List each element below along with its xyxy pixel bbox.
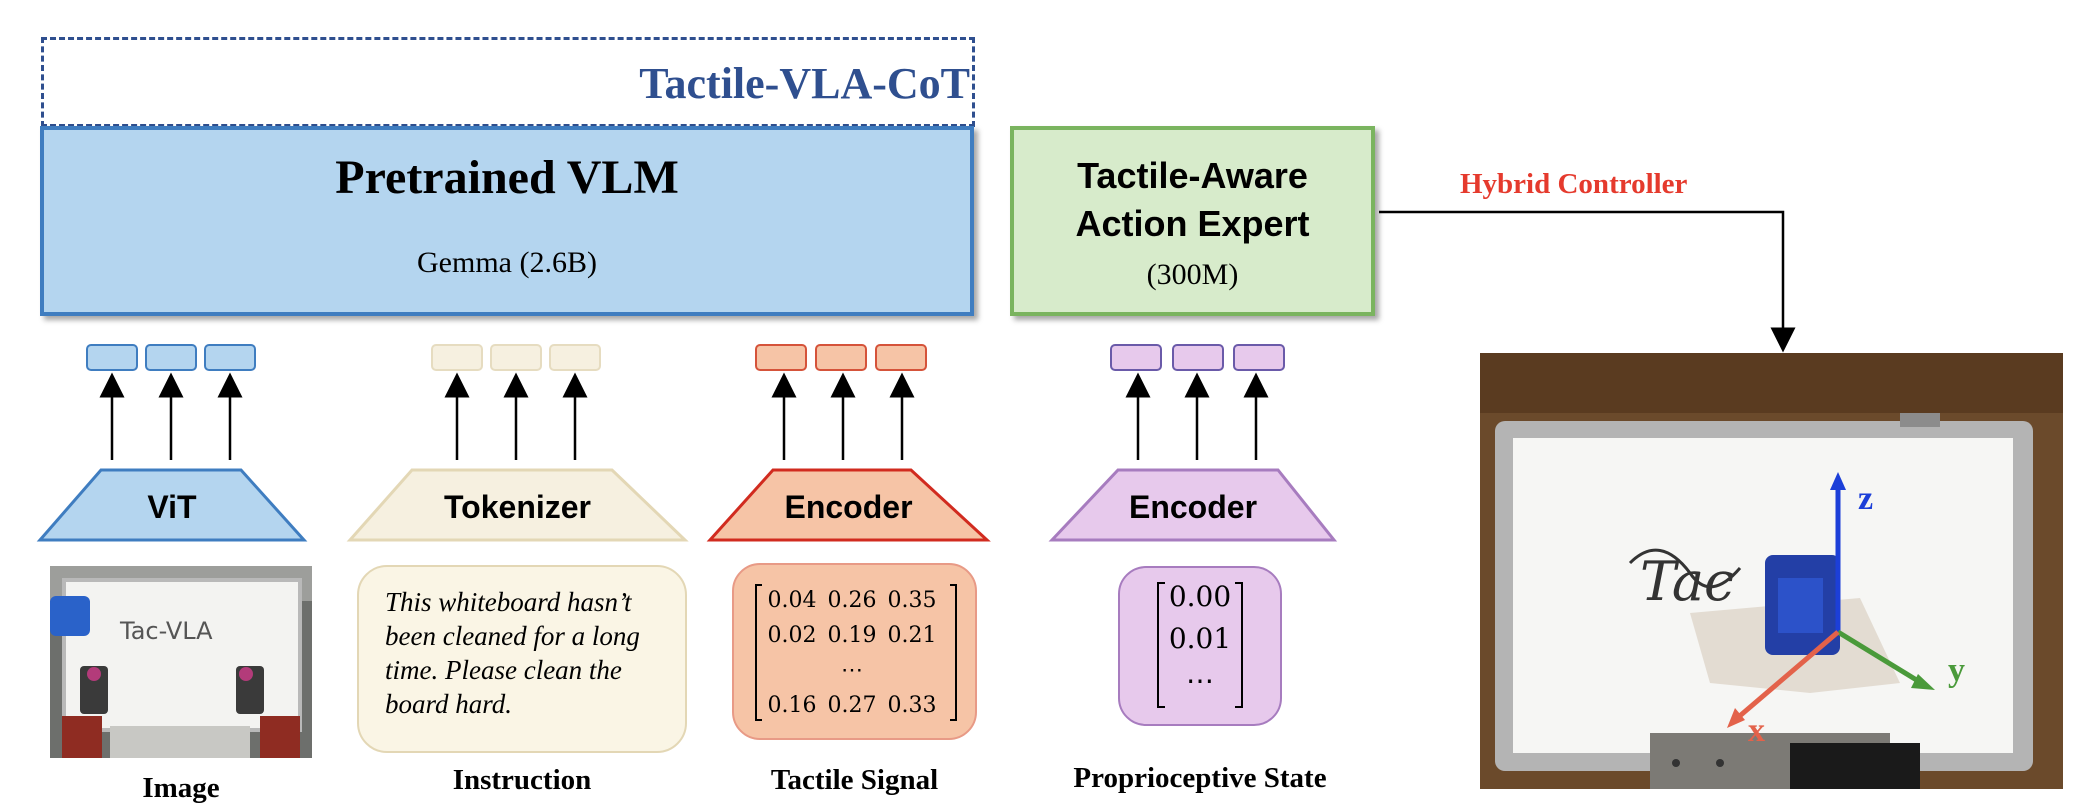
vector-cell: 0.00: [1168, 580, 1232, 613]
instruction-caption: Instruction: [452, 764, 592, 796]
tactile-matrix-brackets: [755, 584, 957, 721]
matrix-cell: 0.21: [887, 623, 937, 648]
vit-encoder: [36, 468, 308, 542]
instruction-line: time. Please clean the: [385, 655, 622, 685]
proprio-token-3: [1233, 344, 1285, 371]
cot-title: Tactile-VLA-CoT: [639, 59, 970, 108]
instruction-line: been cleaned for a long: [385, 621, 640, 651]
matrix-row: 0.16 0.27 0.33: [762, 693, 942, 728]
matrix-cell: [762, 658, 822, 693]
vector-cell: ⋯: [1186, 664, 1214, 697]
vit-token-3: [204, 344, 256, 371]
instruction-line: board hard.: [385, 689, 513, 719]
image-board-text: Tac-VLA: [120, 617, 213, 645]
matrix-cell: ⋯: [841, 658, 863, 683]
matrix-row: 0.04 0.26 0.35: [762, 588, 942, 623]
matrix-cell: 0.26: [827, 588, 877, 613]
proprio-encoder-label: Encoder: [1128, 489, 1258, 525]
cot-frame: [41, 37, 975, 127]
robot-photo: [1480, 353, 2063, 789]
matrix-cell: 0.27: [827, 693, 877, 718]
image-caption: Image: [142, 772, 220, 804]
axis-x-label: x: [1748, 712, 1765, 749]
vector-cell: 0.01: [1168, 622, 1232, 655]
tactile-matrix-box: [732, 563, 977, 740]
matrix-cell: 0.04: [767, 588, 817, 613]
tokenizer-encoder: [346, 468, 689, 542]
proprio-caption: Proprioceptive State: [1073, 762, 1327, 794]
matrix-cell: 0.33: [887, 693, 937, 718]
tactile-matrix: 0.04 0.26 0.35 0.02 0.19 0.21 ⋯ 0.16 0.2…: [762, 588, 942, 728]
instruction-box: [357, 565, 687, 753]
image-photo: [50, 566, 312, 758]
hybrid-controller-label: Hybrid Controller: [1460, 168, 1688, 200]
tokenizer-token-2: [490, 344, 542, 371]
tactile-caption: Tactile Signal: [770, 764, 939, 796]
tactile-token-2: [815, 344, 867, 371]
token-arrows: [99, 372, 1269, 460]
hybrid-controller-arrow: [1379, 210, 1796, 353]
matrix-cell: 0.02: [767, 623, 817, 648]
action-expert-title: Tactile-Aware Action Expert: [1010, 152, 1375, 248]
tactile-encoder: [706, 468, 991, 542]
tactile-token-3: [875, 344, 927, 371]
board-scribble: Tac: [1640, 550, 1735, 613]
matrix-cell: [882, 658, 942, 693]
matrix-row: ⋯: [762, 658, 942, 693]
proprio-token-1: [1110, 344, 1162, 371]
proprio-vector: 0.00 0.01 ⋯: [1155, 580, 1245, 706]
tactile-encoder-label: Encoder: [784, 489, 913, 525]
proprio-encoder: [1048, 468, 1338, 542]
action-expert-title-line1: Tactile-Aware: [1077, 155, 1308, 196]
vlm-title: Pretrained VLM: [335, 151, 679, 204]
matrix-row: 0.02 0.19 0.21: [762, 623, 942, 658]
action-expert-title-line2: Action Expert: [1075, 203, 1310, 244]
vlm-subtitle: Gemma (2.6B): [417, 246, 597, 279]
vit-label: ViT: [147, 489, 197, 525]
matrix-cell: 0.35: [887, 588, 937, 613]
proprio-vector-brackets: [1157, 582, 1243, 708]
tokenizer-token-3: [549, 344, 601, 371]
matrix-cell: 0.16: [767, 693, 817, 718]
axis-y-label: y: [1948, 652, 1965, 689]
tokenizer-label: Tokenizer: [444, 489, 591, 525]
vit-token-1: [86, 344, 138, 371]
frame-axes: [1727, 472, 1935, 728]
action-expert-subtitle: (300M): [1146, 258, 1239, 291]
axis-z-label: z: [1858, 480, 1874, 517]
instruction-text: This whiteboard hasn’t been cleaned for …: [385, 585, 680, 721]
instruction-line: This whiteboard hasn’t: [385, 587, 632, 617]
tokenizer-token-1: [431, 344, 483, 371]
tactile-token-1: [755, 344, 807, 371]
vit-token-2: [145, 344, 197, 371]
vlm-block: [40, 126, 974, 316]
action-expert-block: [1010, 126, 1375, 316]
proprio-vector-box: [1118, 566, 1282, 726]
proprio-token-2: [1172, 344, 1224, 371]
matrix-cell: 0.19: [827, 623, 877, 648]
